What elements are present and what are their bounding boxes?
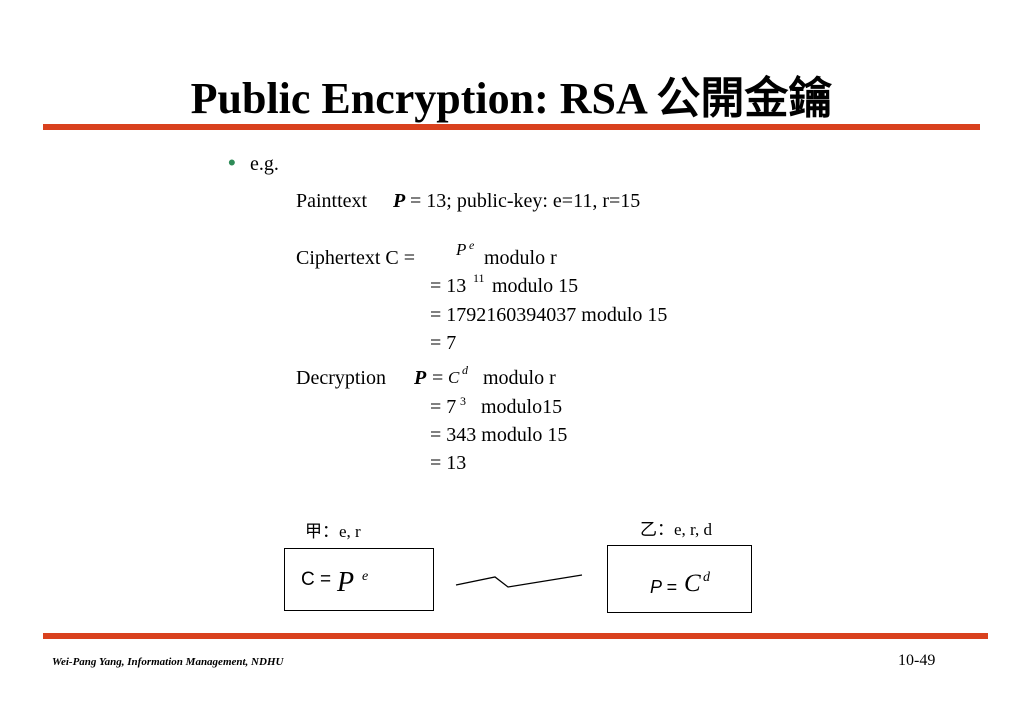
slide-title: Public Encryption: RSA 公開金鑰 xyxy=(190,74,833,123)
plaintext-label: Painttext xyxy=(296,190,368,212)
decryption-step1-exp: 3 xyxy=(460,394,466,408)
ciphertext-step1-exp: 11 xyxy=(473,271,485,285)
page-number: 10-49 xyxy=(898,652,936,669)
decryption-eq: = xyxy=(432,367,444,389)
plaintext-rest: = 13; public-key: e=11, r=15 xyxy=(410,190,641,212)
ciphertext-exp: e xyxy=(469,238,475,252)
decryption-exp: d xyxy=(462,363,468,377)
party-b-box: P = C d xyxy=(607,545,752,613)
party-a-exp: e xyxy=(362,569,369,584)
ciphertext-step2: = 1792160394037 modulo 15 xyxy=(430,304,668,326)
decryption-label: Decryption xyxy=(296,367,386,389)
plaintext-var: P xyxy=(393,190,406,212)
decryption-suffix: modulo r xyxy=(483,367,556,389)
title-divider xyxy=(43,124,980,130)
ciphertext-step1-prefix: = 13 xyxy=(430,275,467,297)
bullet-text: e.g. xyxy=(250,153,279,175)
party-b-base: C xyxy=(684,570,701,597)
decryption-step2: = 343 modulo 15 xyxy=(430,424,568,446)
party-b-label: 乙：e, r, d xyxy=(640,520,713,539)
ciphertext-step3: = 7 xyxy=(430,332,457,354)
decryption-step1-suffix: modulo15 xyxy=(481,396,563,418)
ciphertext-label: Ciphertext C = xyxy=(296,247,416,269)
decryption-step1-prefix: = 7 xyxy=(430,396,457,418)
channel-line xyxy=(455,574,583,588)
footer-author: Wei-Pang Yang, Information Management, N… xyxy=(52,656,284,668)
ciphertext-base: P xyxy=(456,240,467,259)
decryption-step3: = 13 xyxy=(430,452,467,474)
party-a-lhs: C = xyxy=(301,569,332,590)
decryption-var: P xyxy=(414,367,427,389)
decryption-base: C xyxy=(448,368,460,387)
ciphertext-suffix: modulo r xyxy=(484,247,557,269)
bullet-dot: • xyxy=(228,150,236,175)
party-a-label: 甲：e, r xyxy=(305,522,361,541)
party-a-base: P xyxy=(337,567,355,598)
ciphertext-step1-suffix: modulo 15 xyxy=(492,275,579,297)
party-b-lhs: P = xyxy=(650,577,677,597)
footer-divider xyxy=(43,633,988,639)
party-a-box: C = P e xyxy=(284,548,434,611)
party-b-exp: d xyxy=(703,570,710,585)
